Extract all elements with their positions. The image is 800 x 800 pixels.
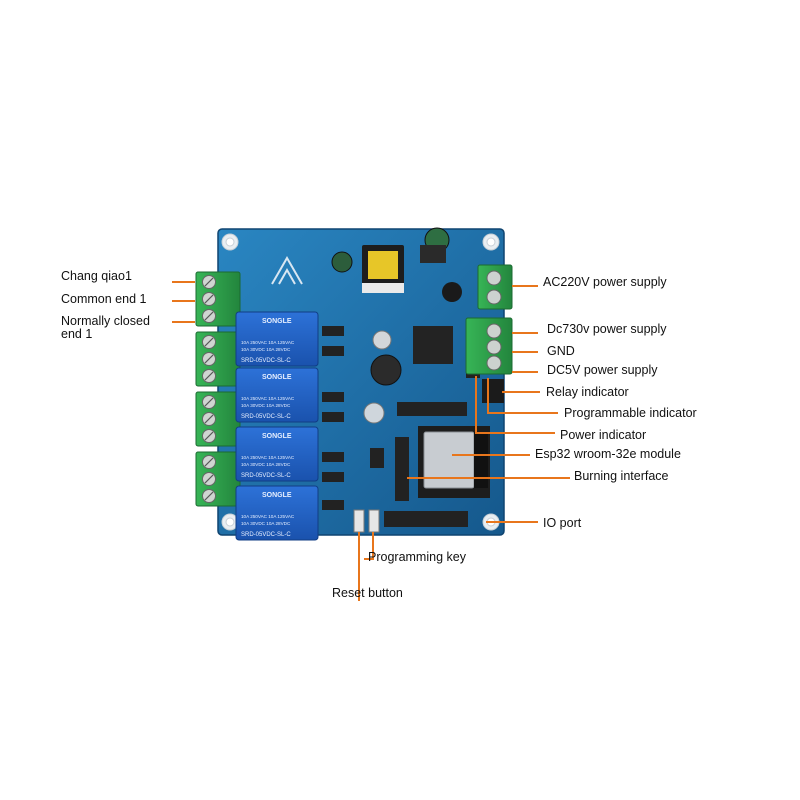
label-esp32-module: Esp32 wroom-32e module: [535, 447, 681, 461]
power-components: [331, 227, 504, 424]
terminal-block: [195, 451, 241, 507]
terminal-block: [195, 271, 241, 327]
leader-lines: [172, 281, 570, 601]
label-dc5v-power-supply: DC5V power supply: [547, 363, 658, 377]
mounting-holes: [221, 233, 500, 531]
relay-model: SRD-05VDC-SL-C: [241, 358, 291, 364]
relay-rating-2: 10A 30VDC 10A 28VDC: [241, 462, 291, 467]
leader-reset-button: [358, 532, 360, 601]
relay-rating-2: 10A 30VDC 10A 28VDC: [241, 347, 291, 352]
relay-brand: SONGLE: [262, 492, 292, 499]
relay-driver-components: [322, 326, 384, 510]
relay: SONGLE 10A 250VAC 10A 125VAC 10A 30VDC 10A…: [235, 426, 319, 482]
relay-brand: SONGLE: [262, 433, 292, 440]
label-common-end-1: Common end 1: [61, 292, 147, 306]
leader-programmable-indicator: [487, 378, 558, 414]
label-ac220v-power-supply: AC220V power supply: [543, 275, 667, 289]
label-programmable-indicator: Programmable indicator: [564, 406, 697, 420]
label-io-port: IO port: [543, 516, 582, 530]
terminal-block: [195, 391, 241, 447]
leader-power-indicator: [475, 376, 555, 434]
leader-programming-key: [364, 532, 374, 560]
label-gnd: GND: [547, 344, 575, 358]
relay-rating-2: 10A 30VDC 10A 28VDC: [241, 403, 291, 408]
relay: SONGLE 10A 250VAC 10A 125VAC 10A 30VDC 10A…: [235, 311, 319, 367]
terminal-block: [195, 331, 241, 387]
relay-rating-1: 10A 250VAC 10A 125VAC: [241, 514, 295, 519]
relay-model: SRD-05VDC-SL-C: [241, 473, 291, 479]
relay-terminal-blocks: [195, 271, 241, 507]
relay-brand: SONGLE: [262, 374, 292, 381]
relay-model: SRD-05VDC-SL-C: [241, 532, 291, 538]
relays: SONGLE 10A 250VAC 10A 125VAC 10A 30VDC 10A…: [235, 311, 319, 541]
power-terminal-blocks: [465, 264, 513, 375]
relay-rating-2: 10A 30VDC 10A 28VDC: [241, 521, 291, 526]
label-dc730v-power-supply: Dc730v power supply: [547, 322, 667, 336]
label-chang-qiao1: Chang qiao1: [61, 269, 132, 283]
label-normally-closed-end-1: Normally closed end 1: [61, 314, 150, 341]
label-relay-indicator: Relay indicator: [546, 385, 629, 399]
pin-headers: [384, 402, 468, 527]
relay-rating-1: 10A 250VAC 10A 125VAC: [241, 455, 295, 460]
label-power-indicator: Power indicator: [560, 428, 647, 442]
relay-rating-1: 10A 250VAC 10A 125VAC: [241, 340, 295, 345]
relay-brand: SONGLE: [262, 318, 292, 325]
relay-rating-1: 10A 250VAC 10A 125VAC: [241, 396, 295, 401]
label-burning-interface: Burning interface: [574, 469, 669, 483]
board-logo: [271, 255, 303, 285]
relay: SONGLE 10A 250VAC 10A 125VAC 10A 30VDC 10A…: [235, 485, 319, 541]
label-programming-key: Programming key: [368, 550, 466, 564]
esp32-module: [418, 426, 490, 498]
relay-model: SRD-05VDC-SL-C: [241, 414, 291, 420]
label-reset-button: Reset button: [332, 586, 403, 600]
relay: SONGLE 10A 250VAC 10A 125VAC 10A 30VDC 10A…: [235, 367, 319, 423]
